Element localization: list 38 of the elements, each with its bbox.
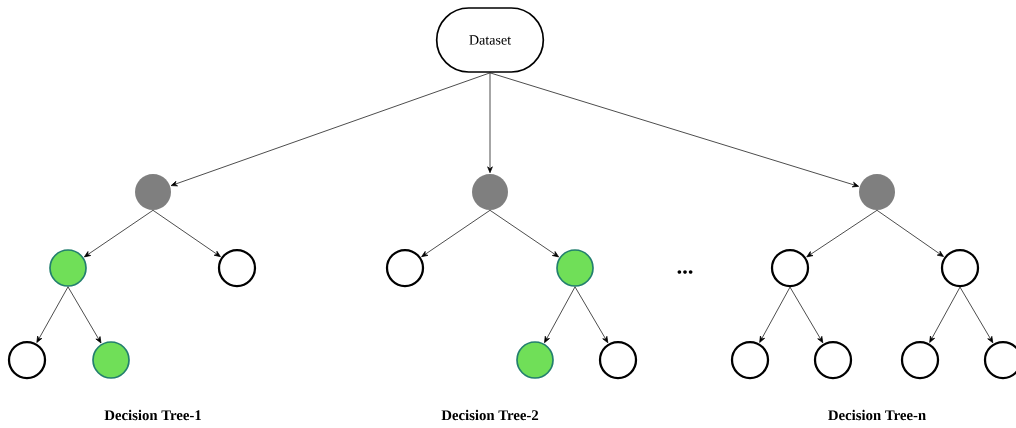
tree-node-circle [598, 340, 638, 380]
tree-caption: Decision Tree-n [828, 409, 926, 421]
tree-node-circle [92, 341, 130, 379]
arrow [574, 286, 609, 344]
tree-caption: Decision Tree-1 [104, 409, 201, 421]
arrow [959, 286, 994, 344]
tree-node-circle [49, 249, 87, 287]
arrow [489, 209, 559, 258]
arrow [489, 72, 859, 188]
tree-caption: Decision Tree-2 [441, 409, 539, 421]
arrow [929, 286, 961, 343]
arrow [487, 72, 493, 174]
arrow [36, 286, 69, 343]
arrow [84, 209, 154, 258]
arrow [789, 286, 824, 344]
tree-node-circle [516, 341, 554, 379]
arrow [544, 286, 576, 343]
tree-node-circle [770, 248, 810, 288]
tree-node-circle [556, 249, 594, 287]
tree-node-circle [135, 174, 171, 210]
arrow [421, 209, 491, 258]
tree-node-circle [813, 340, 853, 380]
arrow [876, 209, 944, 257]
tree-node-circle [385, 248, 425, 288]
tree-node-circle [730, 340, 770, 380]
start-box: Dataset [435, 7, 545, 73]
tree-node-circle [859, 174, 895, 210]
tree-node-circle [472, 174, 508, 210]
tree-node-circle [900, 340, 940, 380]
arrow [67, 286, 102, 344]
arrow [759, 286, 791, 343]
tree-node-circle [217, 248, 257, 288]
ellipsis: ... [677, 270, 693, 274]
tree-node-circle [7, 340, 47, 380]
arrow [170, 72, 491, 187]
arrow [806, 209, 878, 258]
arrow [152, 209, 221, 257]
tree-node-circle [940, 248, 980, 288]
